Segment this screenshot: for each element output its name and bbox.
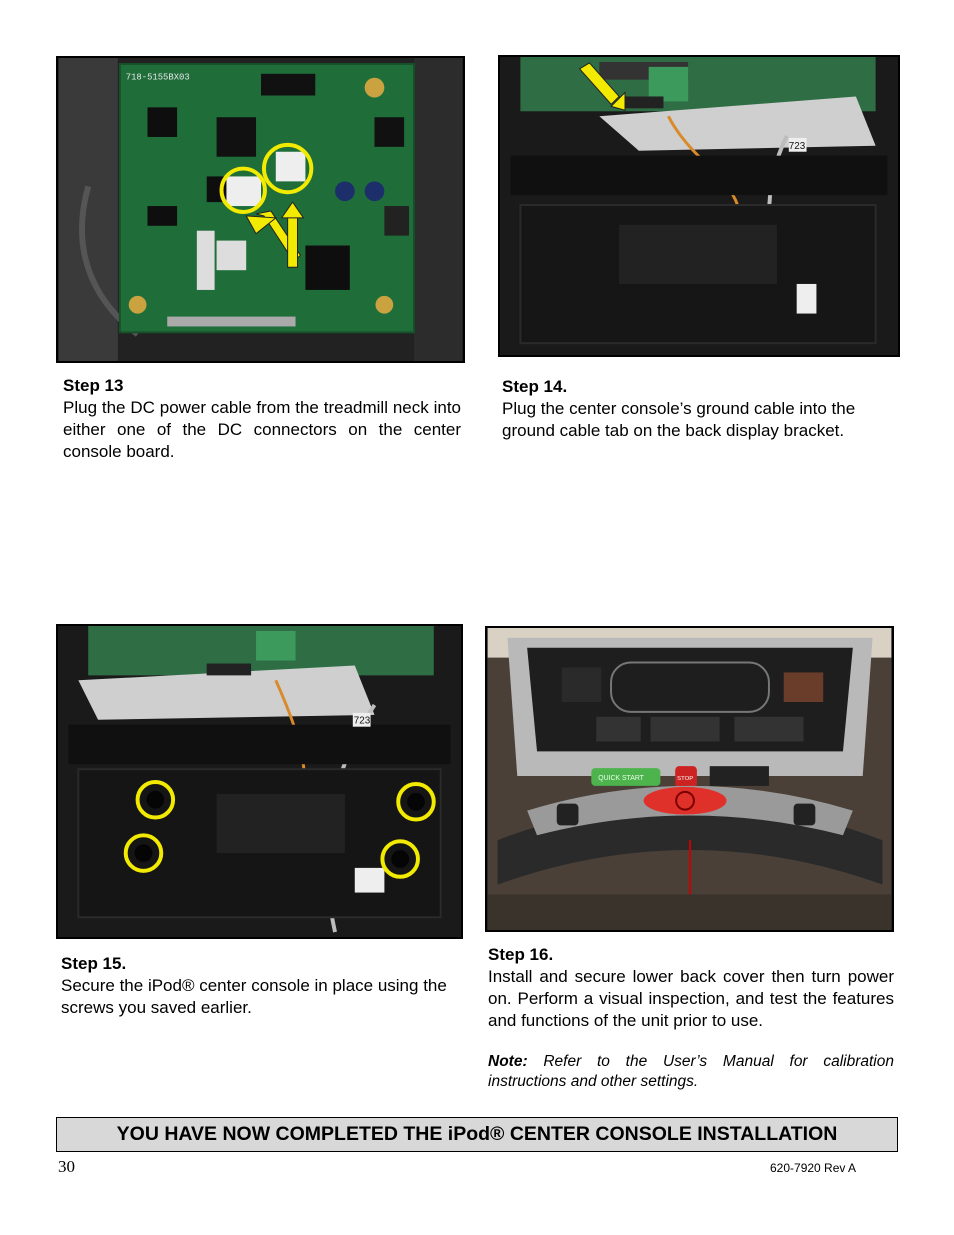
photo-step-14: 723 [498, 55, 900, 357]
completion-banner: YOU HAVE NOW COMPLETED THE iPod® CENTER … [56, 1117, 898, 1152]
step-15-title: Step 15. [61, 954, 127, 973]
photo-step-16: QUICK START STOP [485, 626, 894, 932]
note-label: Note: [488, 1053, 528, 1070]
board-label: 718-5155BX03 [126, 73, 190, 83]
step-13-title: Step 13 [63, 376, 124, 395]
tag-label-15: 723 [354, 716, 371, 727]
page-number: 30 [58, 1157, 75, 1176]
step-15-text: Secure the iPod® center console in place… [61, 976, 447, 1017]
caption-step-15: Step 15. Secure the iPod® center console… [61, 953, 461, 1019]
caption-step-13: Step 13 Plug the DC power cable from the… [63, 375, 461, 463]
caption-step-16: Step 16. Install and secure lower back c… [488, 944, 894, 1092]
note-text: Refer to the User’s Manual for calibrati… [488, 1053, 894, 1090]
quick-start-label: QUICK START [598, 775, 644, 782]
step-16-text: Install and secure lower back cover then… [488, 967, 894, 1030]
circuit-board-illustration: 718-5155BX03 [58, 58, 463, 361]
caption-step-14: Step 14. Plug the center console’s groun… [502, 376, 898, 442]
step-16-title: Step 16. [488, 945, 554, 964]
ground-cable-illustration: 723 [500, 57, 898, 355]
console-illustration: QUICK START STOP [487, 628, 892, 930]
document-id: 620-7920 Rev A [770, 1161, 857, 1175]
note: Note: Refer to the User’s Manual for cal… [488, 1052, 894, 1092]
photo-step-13: 718-5155BX03 [56, 56, 465, 363]
step-13-text: Plug the DC power cable from the treadmi… [63, 398, 461, 461]
screws-illustration: 723 [58, 626, 461, 937]
step-14-text: Plug the center console’s ground cable i… [502, 399, 856, 440]
step-14-title: Step 14. [502, 377, 568, 396]
photo-step-15: 723 [56, 624, 463, 939]
stop-label: STOP [677, 776, 693, 782]
tag-label-14: 723 [789, 141, 806, 152]
